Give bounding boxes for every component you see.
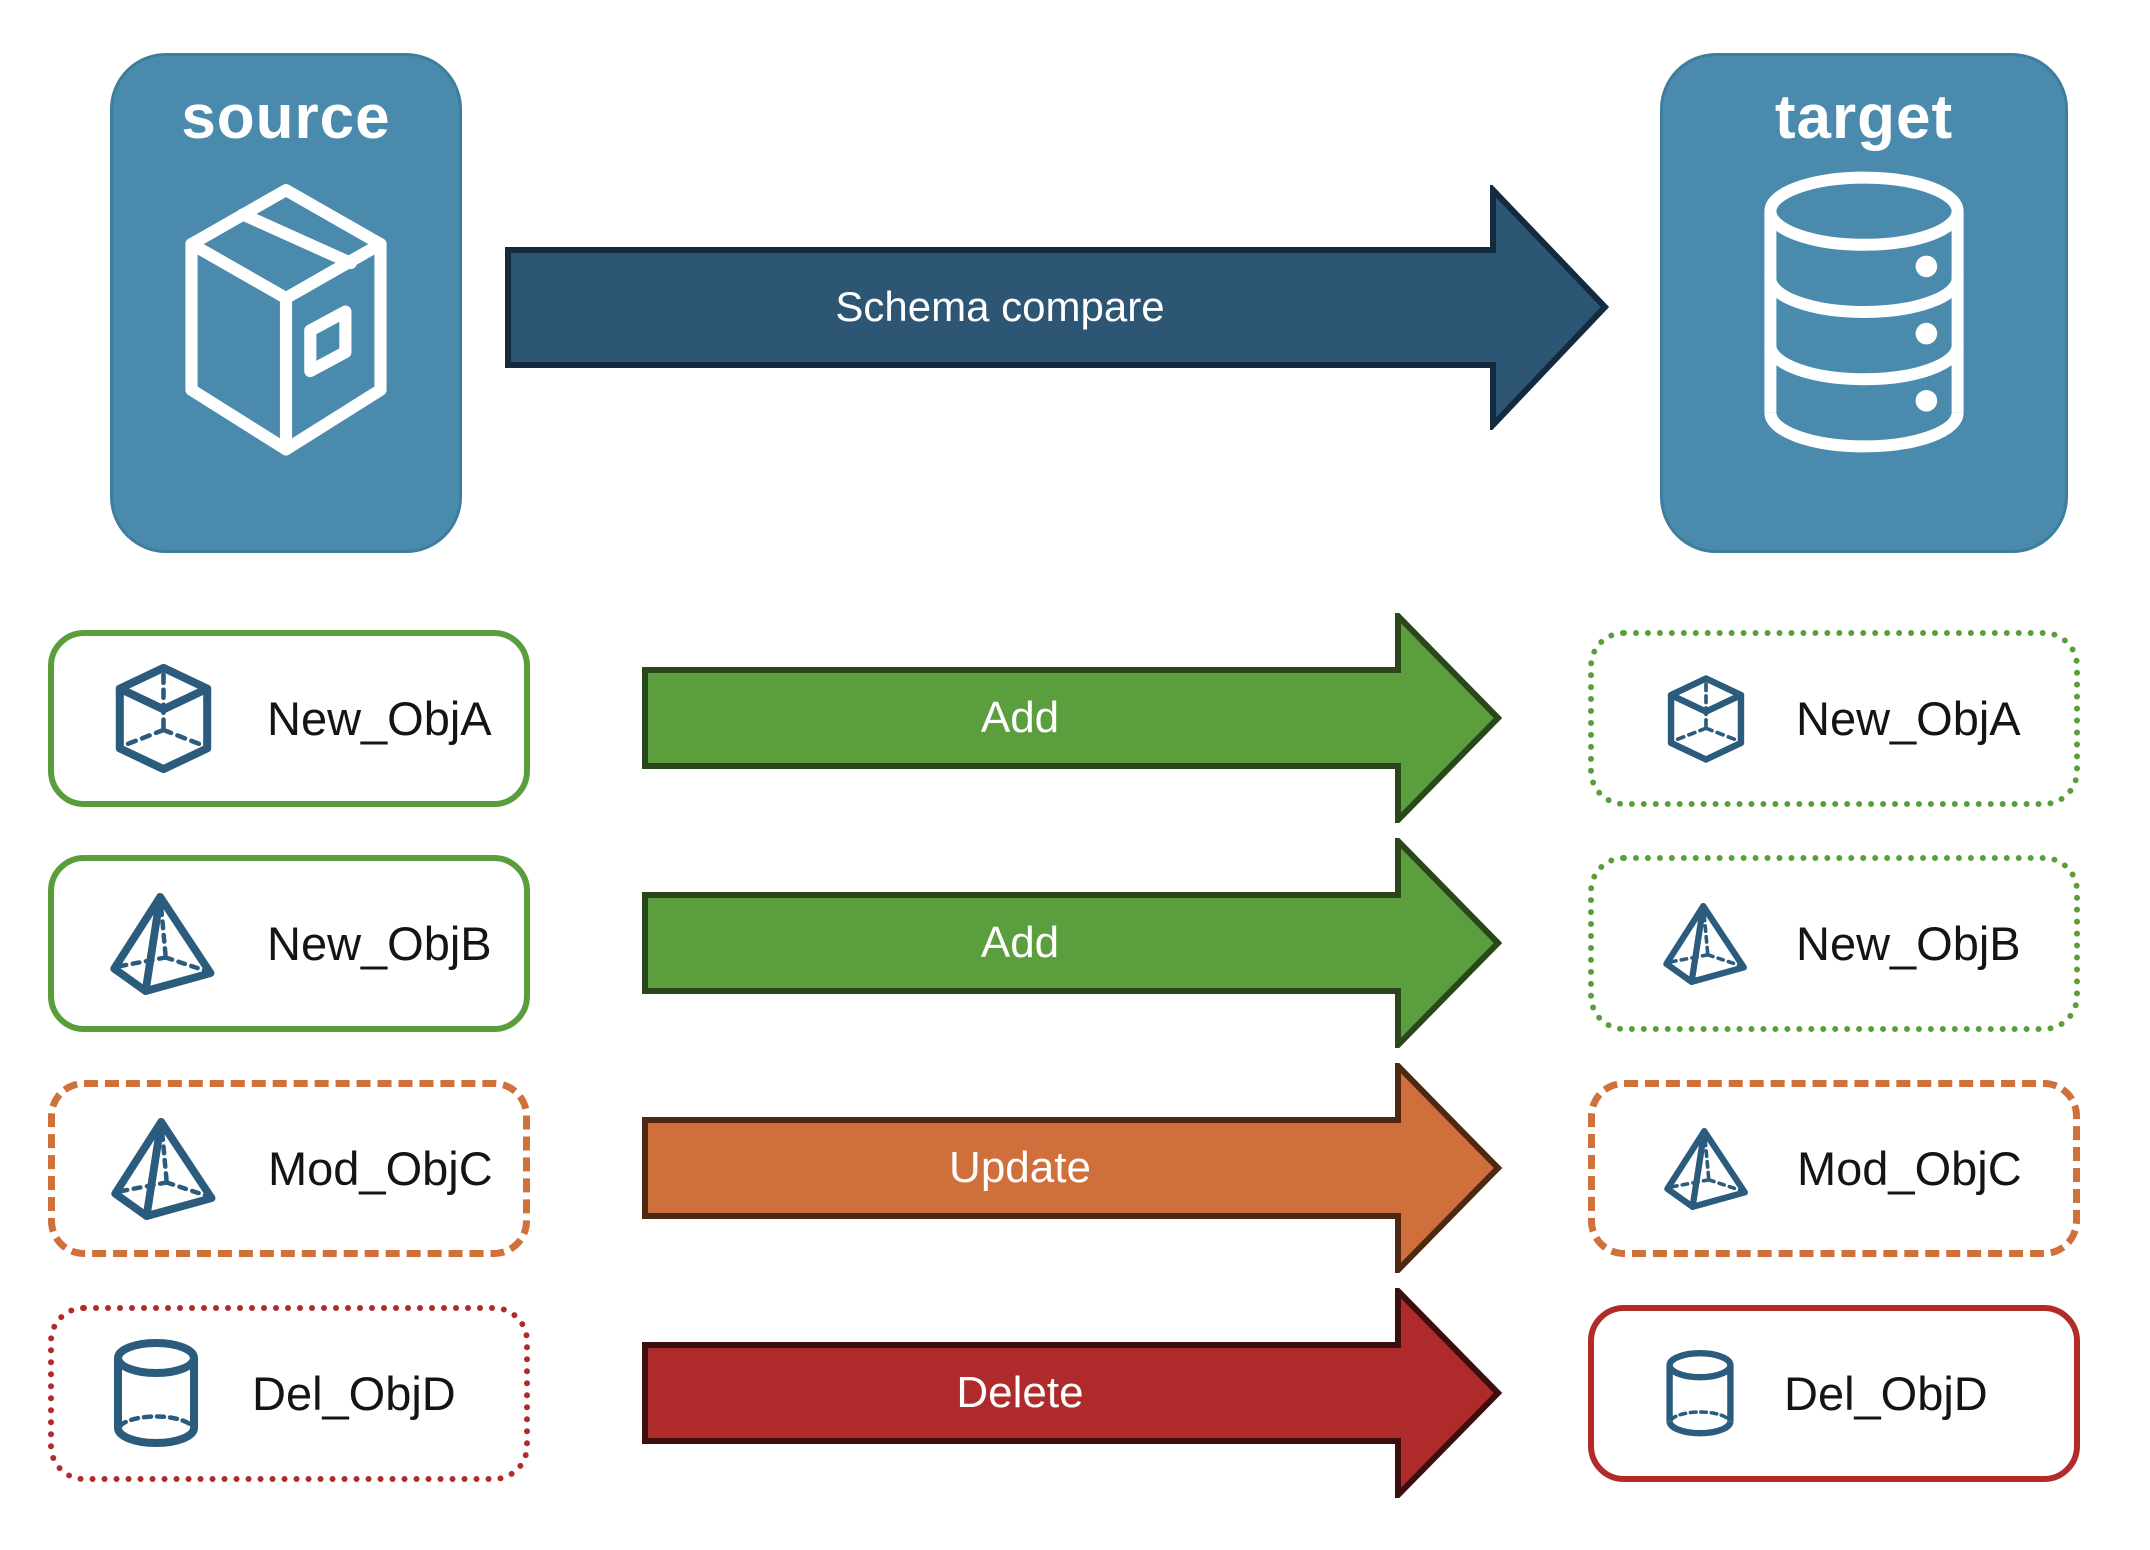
add-arrow bbox=[642, 613, 1502, 823]
source-object-del-objd: Del_ObjD bbox=[48, 1305, 530, 1482]
source-object-label: New_ObjA bbox=[267, 692, 492, 745]
target-object-new-objb: New_ObjB bbox=[1588, 855, 2080, 1032]
source-object-label: Del_ObjD bbox=[252, 1367, 456, 1420]
cube-icon bbox=[106, 661, 221, 776]
target-panel-title: target bbox=[1774, 83, 1954, 152]
pyramid-icon bbox=[1660, 899, 1752, 989]
schema-compare-arrow bbox=[505, 185, 1610, 430]
source-object-label: New_ObjB bbox=[267, 917, 492, 970]
cube-icon bbox=[1660, 673, 1752, 765]
target-object-label: New_ObjB bbox=[1796, 917, 2021, 970]
source-object-mod-objc: Mod_ObjC bbox=[48, 1080, 530, 1257]
add-arrow bbox=[642, 838, 1502, 1048]
cylinder-icon bbox=[1660, 1349, 1740, 1439]
source-object-new-obja: New_ObjA bbox=[48, 630, 530, 807]
target-panel: target bbox=[1660, 53, 2068, 553]
pyramid-icon bbox=[106, 888, 221, 1000]
target-object-label: Mod_ObjC bbox=[1797, 1142, 2022, 1195]
update-arrow bbox=[642, 1063, 1502, 1273]
target-object-new-obja: New_ObjA bbox=[1588, 630, 2080, 807]
target-object-mod-objc: Mod_ObjC bbox=[1588, 1080, 2080, 1257]
cylinder-icon bbox=[106, 1338, 206, 1450]
target-object-del-objd: Del_ObjD bbox=[1588, 1305, 2080, 1482]
source-panel-title: source bbox=[181, 83, 391, 152]
database-icon bbox=[1744, 167, 1984, 457]
delete-arrow bbox=[642, 1288, 1502, 1498]
pyramid-icon bbox=[107, 1113, 222, 1225]
target-object-label: Del_ObjD bbox=[1784, 1367, 1988, 1420]
source-panel: source bbox=[110, 53, 462, 553]
source-object-label: Mod_ObjC bbox=[268, 1142, 493, 1195]
package-box-icon bbox=[151, 167, 421, 467]
source-object-new-objb: New_ObjB bbox=[48, 855, 530, 1032]
target-object-label: New_ObjA bbox=[1796, 692, 2021, 745]
pyramid-icon bbox=[1661, 1124, 1753, 1214]
